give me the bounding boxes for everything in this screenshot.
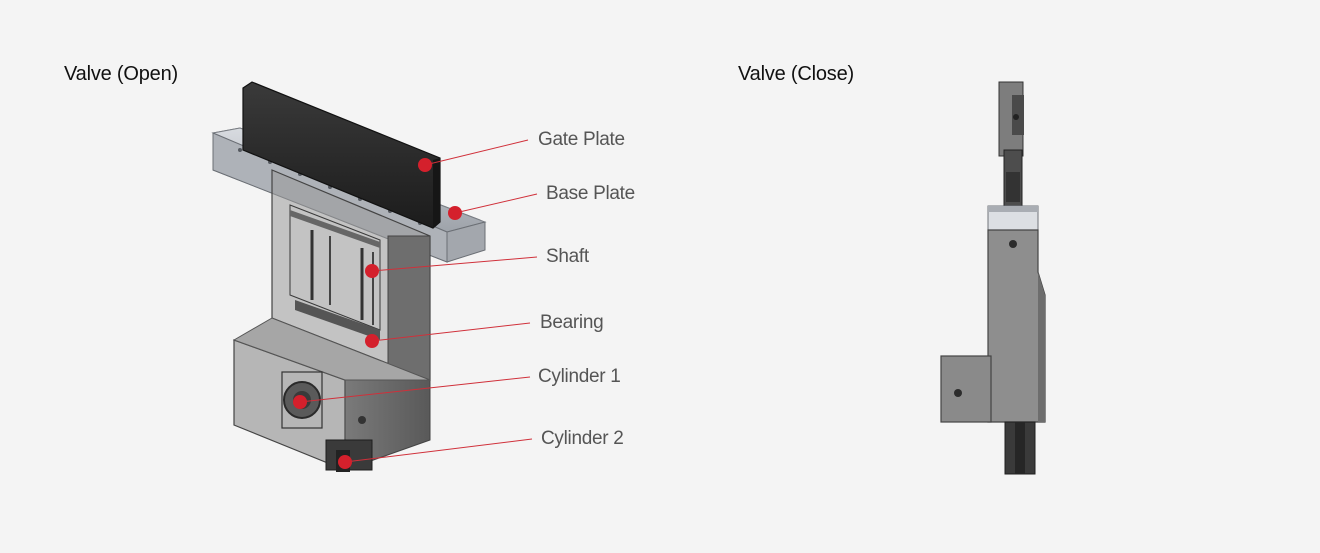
leader-cylinder-2 [344, 438, 533, 463]
callout-cylinder-2: Cylinder 2 [541, 428, 624, 449]
leader-base-plate [454, 193, 538, 214]
marker-cylinder-2 [338, 455, 352, 469]
callout-bearing: Bearing [540, 312, 604, 333]
leader-cylinder-1 [299, 376, 531, 403]
marker-gate-plate [418, 158, 432, 172]
marker-cylinder-1 [293, 395, 307, 409]
marker-bearing [365, 334, 379, 348]
marker-shaft [365, 264, 379, 278]
valve-close-title: Valve (Close) [738, 63, 854, 85]
callout-base-plate: Base Plate [546, 183, 635, 204]
callout-leaders [299, 139, 538, 463]
valve-close-drawing [940, 81, 1046, 475]
leader-gate-plate [424, 139, 529, 166]
valve-open-title: Valve (Open) [64, 63, 178, 85]
leader-bearing [371, 322, 531, 342]
callout-gate-plate: Gate Plate [538, 129, 625, 150]
callout-shaft: Shaft [546, 246, 589, 267]
callout-cylinder-1: Cylinder 1 [538, 366, 621, 387]
marker-base-plate [448, 206, 462, 220]
callout-markers [293, 158, 462, 469]
leader-shaft [371, 256, 538, 272]
valve-open-drawing [211, 81, 487, 472]
